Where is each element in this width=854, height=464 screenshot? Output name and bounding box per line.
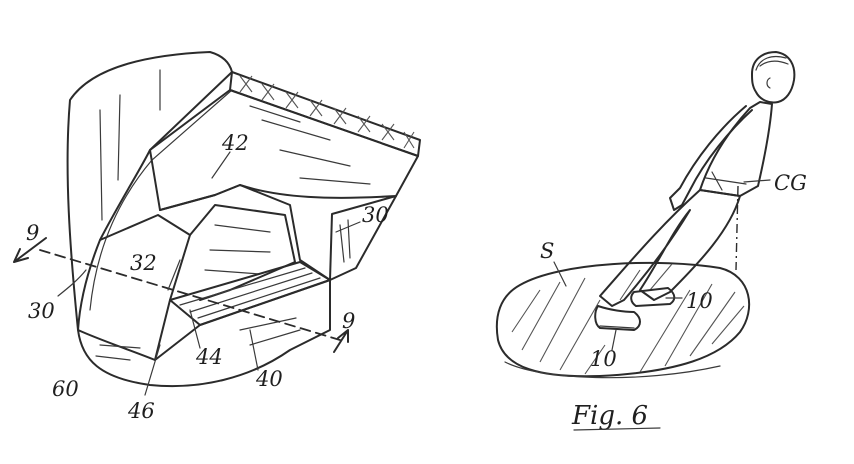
person-head (751, 51, 796, 104)
insole-top-edge (229, 71, 421, 157)
insole-cross-hatch (239, 75, 415, 149)
leader-s (553, 261, 567, 287)
person-legs (599, 189, 741, 307)
label-30-left: 30 (28, 299, 55, 323)
cavity-ledge (189, 204, 296, 301)
surface-s-bottom-edge (504, 361, 721, 379)
shoe-lower-10 (594, 305, 641, 331)
heel-bottom-60 (77, 279, 331, 388)
caption-underline (573, 427, 661, 431)
shoe-upper-10 (630, 287, 676, 307)
leader-40 (249, 329, 259, 371)
heel-bottom-shade (95, 317, 301, 361)
section-line-9-9 (39, 249, 341, 341)
label-40: 40 (255, 367, 283, 391)
stacked-layers-lines (179, 267, 321, 319)
leader-10-lower (611, 329, 617, 351)
upper-block-shade (249, 105, 371, 185)
leader-30-right (335, 221, 361, 233)
cavity-step-left (99, 214, 191, 361)
label-30-right: 30 (362, 203, 389, 227)
section-arrow-right (333, 329, 349, 353)
person-belt (705, 171, 747, 191)
cavity-ledge-shade (204, 224, 271, 275)
stacked-layers-44 (169, 261, 331, 326)
label-32: 32 (130, 251, 157, 275)
label-cg: CG (774, 171, 807, 195)
heel-upper-shade-1 (99, 69, 161, 221)
label-9-left: 9 (26, 221, 39, 245)
label-9-right: 9 (342, 309, 355, 333)
leaning-person-drawing: CG S 10 10 Fig. 6 (495, 51, 807, 431)
person-ear (766, 77, 771, 89)
heel-upper-stitch-line (89, 89, 233, 311)
surface-s-outline (495, 261, 751, 378)
leader-42 (211, 151, 231, 179)
label-44: 44 (195, 345, 223, 369)
shoe-lower-sole (599, 325, 635, 329)
label-42: 42 (221, 131, 249, 155)
leader-44 (189, 309, 201, 349)
person-arm (669, 105, 753, 211)
leader-cg (743, 179, 771, 183)
upper-block-42 (149, 89, 419, 211)
cavity-step-upper (159, 184, 331, 281)
label-10-upper: 10 (686, 289, 713, 313)
surface-hatching (511, 263, 745, 375)
label-10-lower: 10 (590, 347, 617, 371)
section-arrow-left (13, 237, 47, 263)
center-of-gravity-line (735, 185, 739, 271)
leader-32 (167, 259, 181, 291)
figure-caption: Fig. 6 (571, 401, 648, 431)
label-46: 46 (127, 399, 155, 423)
shoe-heel-cutaway-drawing: 42 30 9 32 30 9 44 40 60 46 (13, 51, 421, 423)
leader-30-left (57, 269, 87, 297)
label-60: 60 (52, 377, 79, 401)
person-hair (755, 55, 789, 71)
label-s: S (540, 239, 554, 263)
leader-46 (144, 344, 161, 396)
